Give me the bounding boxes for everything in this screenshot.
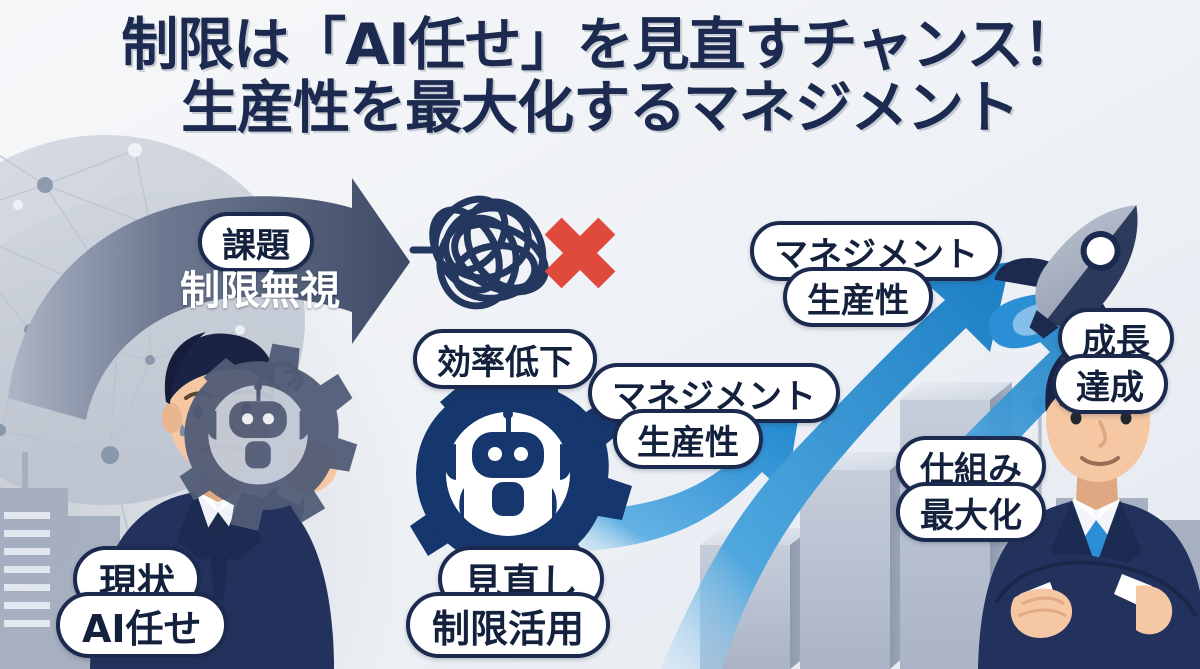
red-x-icon	[544, 217, 616, 289]
badge-achievement: 達成	[1052, 354, 1168, 414]
badge-efficiency-down: 効率低下	[413, 329, 597, 389]
rising-blue-arrow-icon-main	[660, 262, 1010, 669]
confident-businessman	[978, 339, 1200, 669]
tangled-scribble-icon	[409, 195, 549, 310]
badge-challenge: 課題	[198, 212, 314, 272]
badge-use-limits: 制限活用	[406, 592, 611, 658]
gear-robot-icon-left	[179, 343, 358, 531]
badge-productivity-top: 生産性	[783, 267, 933, 327]
label-ignore-limits: 制限無視	[180, 268, 340, 314]
rocket-icon	[988, 205, 1138, 361]
badge-ai-dependence: AI任せ	[56, 592, 228, 658]
gear-robot-icon-center	[410, 360, 632, 594]
badge-maximize: 最大化	[896, 482, 1046, 542]
badge-productivity-mid: 生産性	[613, 409, 763, 469]
